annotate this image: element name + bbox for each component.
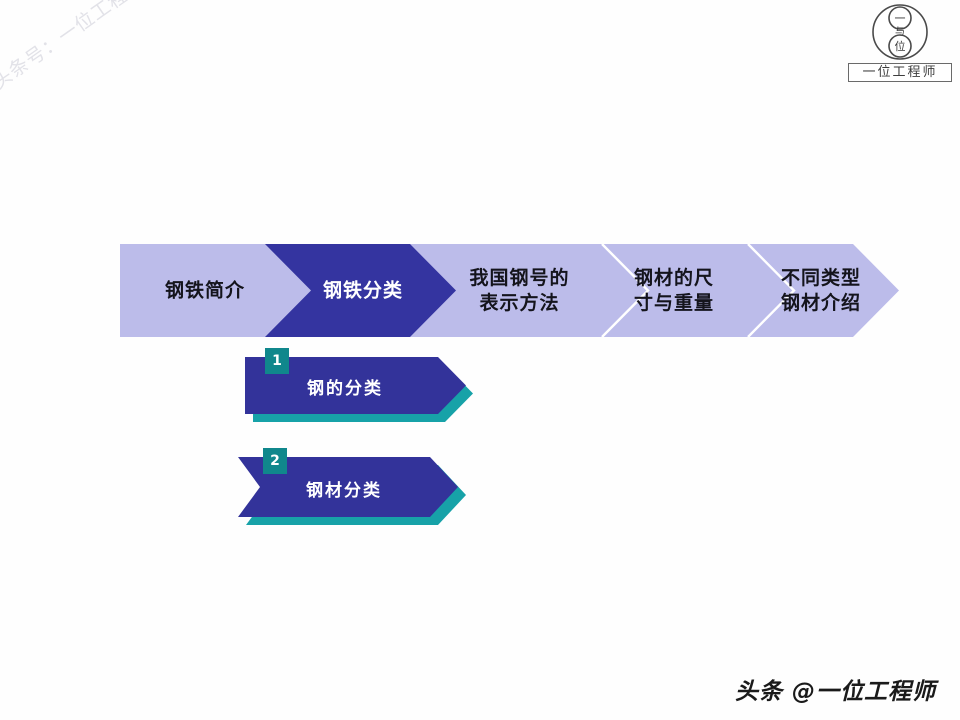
callout-item-2[interactable]: 2 钢材分类: [238, 448, 473, 527]
process-segment-label-3[interactable]: 我国钢号的 表示方法: [469, 266, 570, 314]
bottom-watermark: 头条 @一位工程师: [734, 679, 936, 705]
diagonal-watermark: 头条号：一位工程师: [0, 0, 149, 94]
logo-block: 一 与 位 一位工程师: [848, 2, 952, 82]
callout-1-body: [245, 357, 466, 414]
callout-1-number-badge: 1: [265, 348, 289, 374]
callout-2-number-badge: 2: [263, 448, 287, 474]
callout-1-shape: [245, 357, 473, 422]
process-bar-shapes: [120, 244, 899, 337]
callout-2-body: [238, 457, 458, 517]
engineer-circle-logo-icon: 一 与 位: [872, 4, 928, 60]
logo-inner-bottom-char: 位: [895, 39, 906, 53]
process-segment-label-5[interactable]: 不同类型 钢材介绍: [780, 266, 861, 314]
callout-2-label: 钢材分类: [306, 481, 382, 501]
logo-inner-top-char: 一: [895, 12, 906, 25]
logo-name-label: 一位工程师: [848, 63, 952, 82]
process-segment-label-1[interactable]: 钢铁简介: [164, 279, 245, 301]
process-segment-active-shape[interactable]: [265, 244, 456, 337]
callout-1-label: 钢的分类: [307, 379, 383, 399]
process-chevron-bar: 钢铁简介 钢铁分类 我国钢号的 表示方法 钢材的尺 寸与重量 不同类型 钢材介绍: [120, 244, 899, 337]
logo-inner-mid-char: 与: [895, 26, 905, 38]
process-divider-4: [747, 244, 796, 337]
process-divider-3: [601, 244, 650, 337]
callout-item-1[interactable]: 1 钢的分类: [245, 348, 480, 422]
process-segment-label-4[interactable]: 钢材的尺 寸与重量: [633, 266, 714, 314]
callout-2-shape: [238, 457, 466, 525]
process-segment-label-2[interactable]: 钢铁分类: [322, 279, 403, 301]
